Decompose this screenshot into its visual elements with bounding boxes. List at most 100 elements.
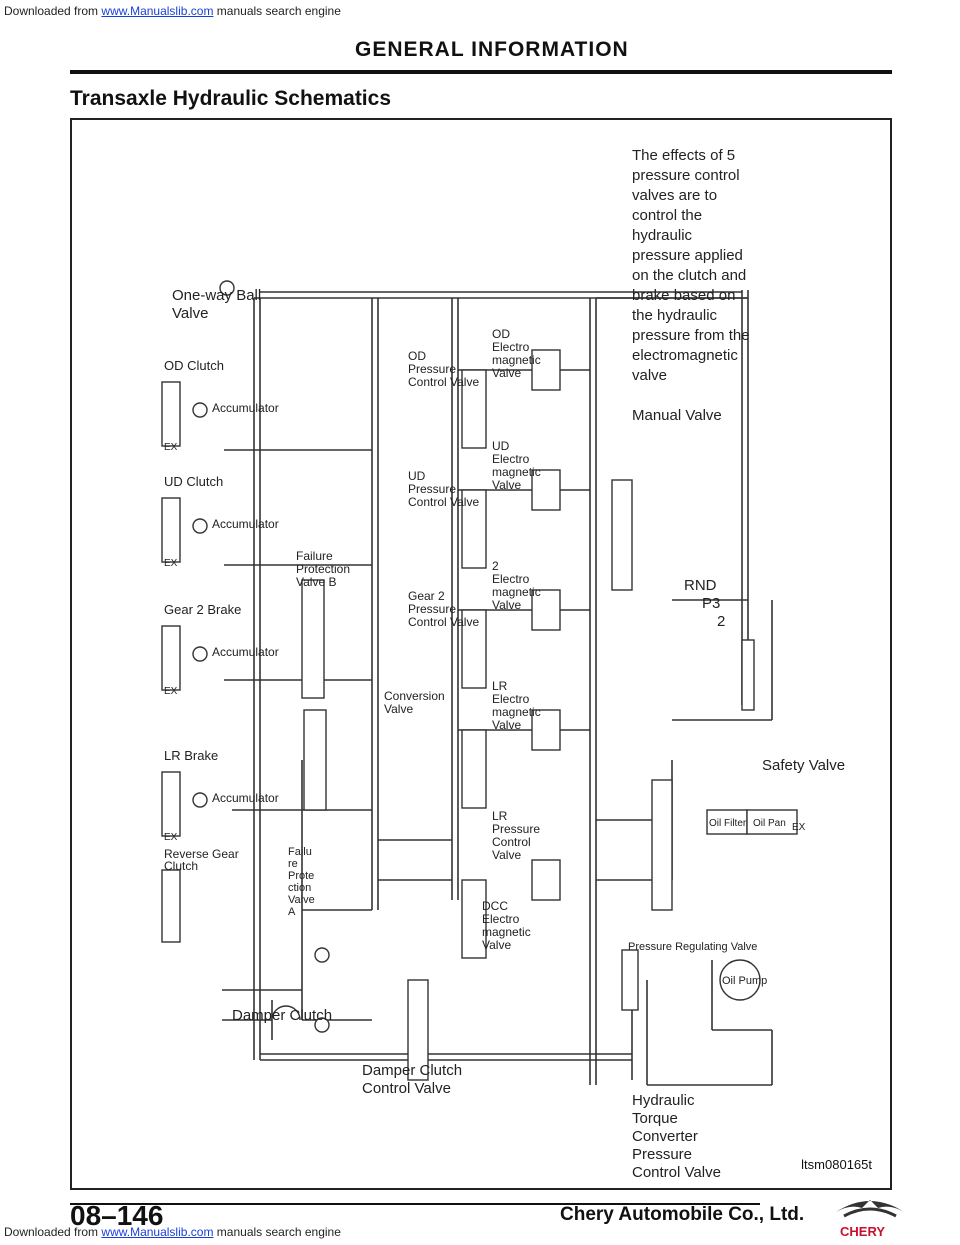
oneway-label-1: One-way Ball bbox=[172, 287, 261, 304]
round-parts bbox=[192, 280, 761, 1033]
note-line-8: brake based on bbox=[632, 287, 735, 304]
damper-cv-body bbox=[407, 979, 429, 1081]
prv-label: Pressure Regulating Valve bbox=[628, 941, 757, 953]
ex-label-g2: EX bbox=[164, 686, 178, 697]
lr-pcv-label-3: Control bbox=[492, 835, 531, 849]
download-banner: Downloaded from www.Manualslib.com manua… bbox=[4, 4, 341, 18]
od-solenoid bbox=[531, 349, 561, 391]
download-prefix: Downloaded from bbox=[4, 4, 99, 18]
note-line-11: electromagnetic bbox=[632, 347, 738, 364]
lr-pcv-label-4: Valve bbox=[492, 848, 521, 862]
od-emv-label-4: Valve bbox=[492, 366, 521, 380]
manual-valve-body bbox=[611, 479, 633, 591]
oil-pan-label: Oil Pan bbox=[753, 818, 786, 829]
download-suffix: manuals search engine bbox=[216, 4, 341, 18]
failure-a-label-3: Prote bbox=[288, 870, 314, 882]
od-emv-label-2: Electro bbox=[492, 340, 530, 354]
conversion-label-2: Valve bbox=[384, 702, 413, 716]
failure-a-label-2: re bbox=[288, 858, 298, 870]
download-suffix-bottom: manuals search engine bbox=[216, 1225, 341, 1239]
safety-valve-body bbox=[651, 779, 673, 911]
g2-emv-label-3: magnetic bbox=[492, 585, 541, 599]
g2-emv-label-4: Valve bbox=[492, 598, 521, 612]
failure-b-label-3: Valve B bbox=[296, 575, 336, 589]
g2-pcv-label-1: Gear 2 bbox=[408, 589, 445, 603]
od-pcv-label-1: OD bbox=[408, 349, 426, 363]
lr-emv-label-1: LR bbox=[492, 679, 508, 693]
component-boxes bbox=[161, 349, 798, 1081]
figure-id: ltsm080165t bbox=[801, 1157, 872, 1172]
htc-label-2: Torque bbox=[632, 1110, 678, 1127]
ex-label-ud: EX bbox=[164, 558, 178, 569]
manualslib-link[interactable]: www.Manualslib.com bbox=[101, 4, 214, 18]
note-line-12: valve bbox=[632, 367, 667, 384]
safety-valve-label: Safety Valve bbox=[762, 757, 845, 774]
g2-emv-label-2: Electro bbox=[492, 572, 530, 586]
dcc-emv-label-3: magnetic bbox=[482, 925, 531, 939]
conversion-body bbox=[303, 709, 327, 811]
od-valve-body bbox=[461, 369, 487, 449]
lr-brake-label: LR Brake bbox=[164, 748, 218, 763]
damper-clutch-label: Damper Clutch bbox=[232, 1007, 332, 1024]
dcc-emv-label-4: Valve bbox=[482, 938, 511, 952]
ud-emv-label-3: magnetic bbox=[492, 465, 541, 479]
oil-pan-box bbox=[746, 809, 798, 835]
chery-logo-icon: CHERY bbox=[836, 1200, 904, 1239]
page-number: 08–146 bbox=[70, 1200, 164, 1231]
ud-pcv-label-3: Control Valve bbox=[408, 495, 479, 509]
schematic-svg: OD Clutch UD Clutch Gear 2 Brake LR Brak… bbox=[161, 147, 845, 1181]
oil-filter-label: Oil Filter bbox=[709, 818, 747, 829]
htc-label-1: Hydraulic bbox=[632, 1092, 695, 1109]
note-line-7: on the clutch and bbox=[632, 267, 746, 284]
note-line-9: the hydraulic bbox=[632, 307, 718, 324]
ud-pcv-label-1: UD bbox=[408, 469, 426, 483]
manualslib-link-bottom[interactable]: www.Manualslib.com bbox=[101, 1225, 214, 1239]
dcc-emv-label-1: DCC bbox=[482, 899, 508, 913]
note-line-2: pressure control bbox=[632, 167, 740, 184]
download-banner-bottom: Downloaded from www.Manualslib.com manua… bbox=[4, 1225, 341, 1239]
hydraulic-lines bbox=[222, 290, 773, 1086]
lr-pcv-label-2: Pressure bbox=[492, 822, 540, 836]
company-name: Chery Automobile Co., Ltd. bbox=[560, 1204, 805, 1225]
lr-emv-label-2: Electro bbox=[492, 692, 530, 706]
dcc-emv-label-2: Electro bbox=[482, 912, 520, 926]
ud-emv-label-2: Electro bbox=[492, 452, 530, 466]
ud-pcv-label-2: Pressure bbox=[408, 482, 456, 496]
rnd-label-1: RND bbox=[684, 577, 717, 594]
ud-emv-label-1: UD bbox=[492, 439, 510, 453]
ud-valve-body bbox=[461, 489, 487, 569]
ud-solenoid bbox=[531, 469, 561, 511]
failure-b-label-2: Protection bbox=[296, 562, 350, 576]
od-clutch-box bbox=[161, 381, 181, 447]
conversion-label-1: Conversion bbox=[384, 689, 445, 703]
lr-valve-body bbox=[461, 729, 487, 809]
section-title: GENERAL INFORMATION bbox=[355, 38, 629, 61]
lr-emv-label-3: magnetic bbox=[492, 705, 541, 719]
dcc-solenoid bbox=[531, 859, 561, 901]
reverse-gear-label-1: Reverse Gear bbox=[164, 847, 239, 861]
g2-solenoid bbox=[531, 589, 561, 631]
note-line-10: pressure from the bbox=[632, 327, 750, 344]
htc-label-3: Converter bbox=[632, 1128, 698, 1145]
ud-clutch-box bbox=[161, 497, 181, 563]
damper-cv-label-1: Damper Clutch bbox=[362, 1062, 462, 1079]
damper-cv-label-2: Control Valve bbox=[362, 1080, 451, 1097]
g2-pcv-label-2: Pressure bbox=[408, 602, 456, 616]
htc-valve-body bbox=[621, 949, 639, 1011]
htc-label-5: Control Valve bbox=[632, 1164, 721, 1181]
note-line-5: hydraulic bbox=[632, 227, 693, 244]
footer-rule bbox=[70, 1203, 760, 1205]
ud-clutch-label: UD Clutch bbox=[164, 474, 223, 489]
od-pcv-label-2: Pressure bbox=[408, 362, 456, 376]
note-line-4: control the bbox=[632, 207, 702, 224]
download-prefix-bottom: Downloaded from bbox=[4, 1225, 99, 1239]
labels: OD Clutch UD Clutch Gear 2 Brake LR Brak… bbox=[164, 147, 845, 1181]
filter-box bbox=[741, 639, 755, 711]
ex-label-safety: EX bbox=[792, 822, 806, 833]
od-emv-label-3: magnetic bbox=[492, 353, 541, 367]
g2-emv-label-1: 2 bbox=[492, 559, 499, 573]
lr-solenoid bbox=[531, 709, 561, 751]
ex-label-lr: EX bbox=[164, 832, 178, 843]
accumulator-label-4: Accumulator bbox=[212, 791, 279, 805]
note-line-6: pressure applied bbox=[632, 247, 743, 264]
